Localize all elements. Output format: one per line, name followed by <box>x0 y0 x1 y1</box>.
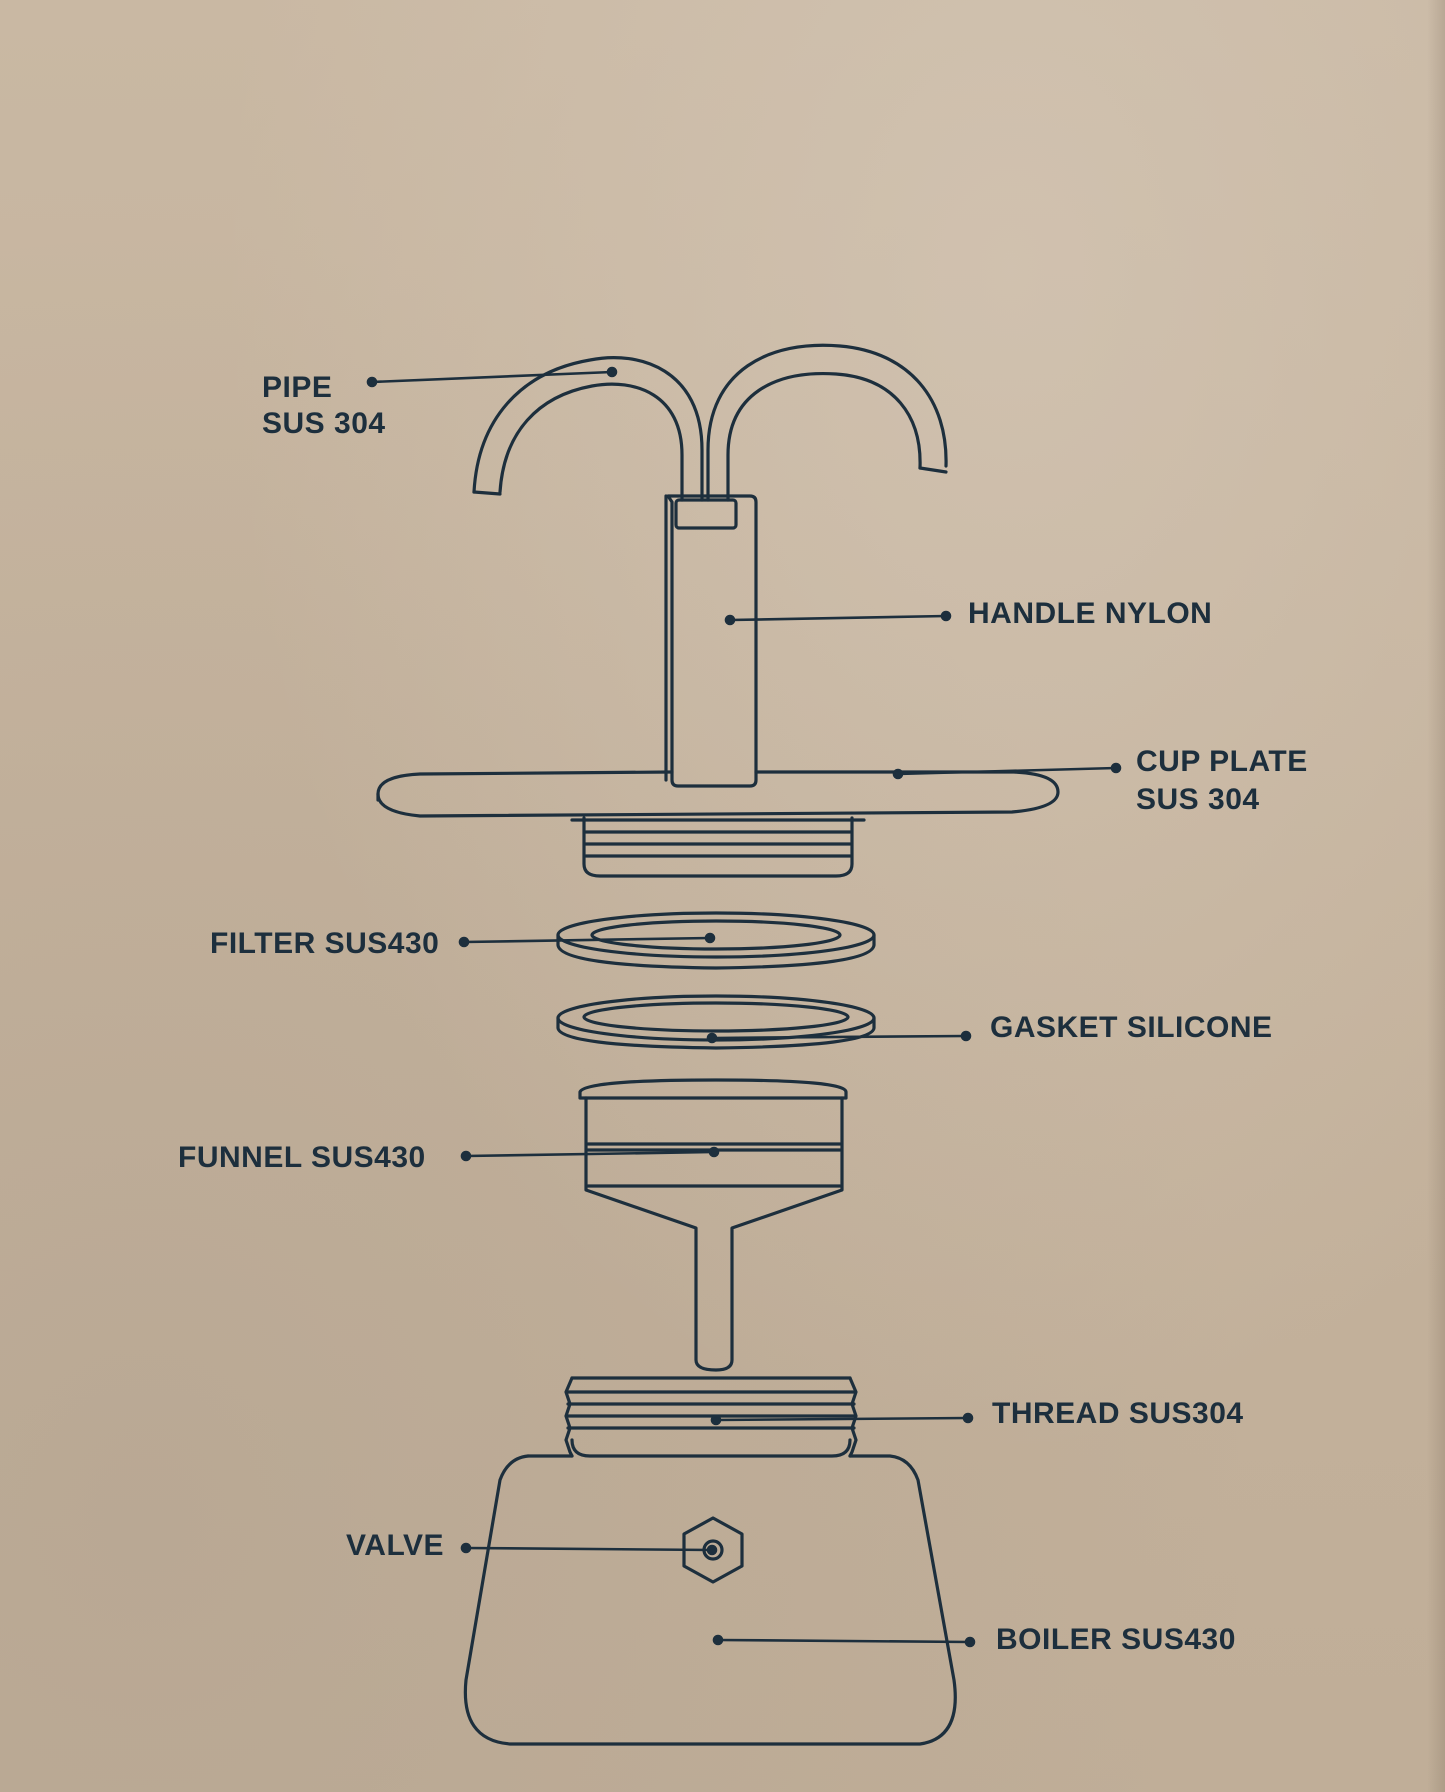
funnel-part <box>578 1078 848 1372</box>
cup-plate-label-line2: SUS 304 <box>1136 783 1260 816</box>
boiler-leader <box>712 1634 976 1648</box>
filter-part <box>556 911 876 970</box>
pipe-label-line2: SUS 304 <box>262 407 386 440</box>
filter-label: FILTER SUS430 <box>210 927 440 960</box>
valve-leader <box>460 1542 718 1556</box>
pipe-leader <box>366 366 618 388</box>
boiler-label: BOILER SUS430 <box>996 1623 1236 1656</box>
handle-leader <box>724 610 952 626</box>
thread-part <box>564 1376 858 1458</box>
funnel-label: FUNNEL SUS430 <box>178 1141 426 1174</box>
gasket-label: GASKET SILICONE <box>990 1011 1273 1044</box>
valve-label: VALVE <box>346 1529 445 1562</box>
pipe-part <box>472 343 948 502</box>
cup-plate-label-line1: CUP PLATE <box>1136 745 1308 778</box>
collar-part <box>570 816 866 878</box>
funnel-leader <box>460 1146 720 1162</box>
thread-label: THREAD SUS304 <box>992 1397 1244 1430</box>
gasket-leader <box>706 1030 972 1044</box>
box-edge-shadow <box>1427 0 1445 1792</box>
handle-part <box>664 494 758 788</box>
thread-leader <box>710 1412 974 1426</box>
cup-plate-part <box>376 770 1060 818</box>
filter-leader <box>458 932 716 948</box>
handle-label: HANDLE NYLON <box>968 597 1213 630</box>
pipe-label-line1: PIPE <box>262 371 333 404</box>
cup-plate-leader <box>892 762 1122 780</box>
boiler-part <box>463 1454 957 1746</box>
